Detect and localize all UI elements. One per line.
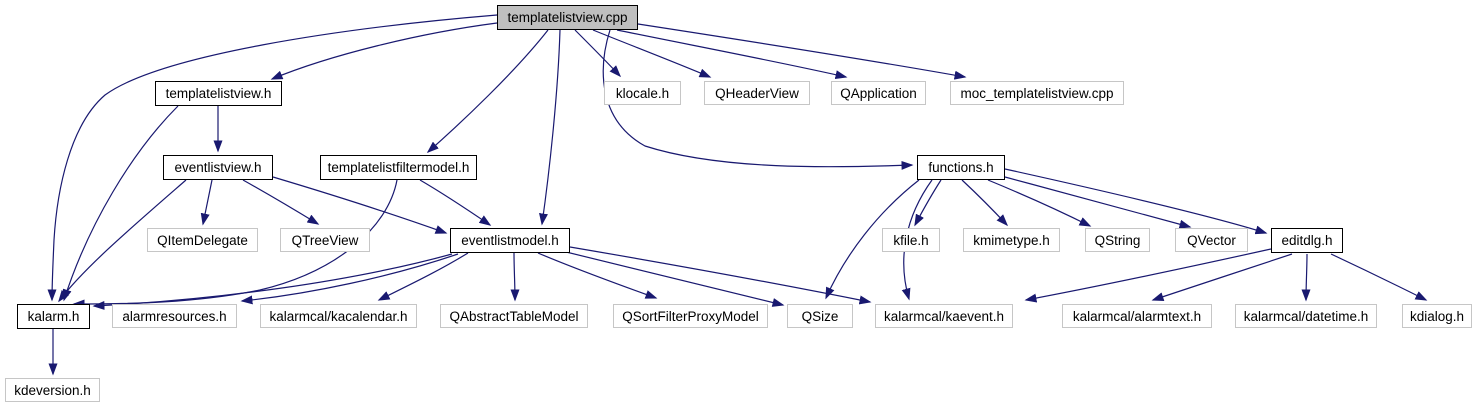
node-kmimetype-h: kmimetype.h [963,228,1060,252]
node-label-qsize: QSize [801,308,839,324]
node-qtreeview: QTreeView [280,228,370,252]
node-label-templatelistview-cpp: templatelistview.cpp [507,10,628,25]
edge-functions-h-to-editdlg-h [1004,168,1268,235]
edge-eventlistview-h-to-qtreeview [242,179,320,225]
edge-templatelistview-cpp-to-functions-h [602,29,914,170]
edge-functions-h-to-kmimetype-h [961,179,1009,227]
edge-templatelistview-cpp-to-templatelistfiltermodel-h [426,29,549,153]
node-kalarmcal-alarmtext-h: kalarmcal/alarmtext.h [1062,304,1212,328]
node-moc-templatelistview-cpp: moc_templatelistview.cpp [950,81,1124,105]
node-label-kalarm-h: kalarm.h [27,309,80,324]
edge-templatelistfiltermodel-h-to-eventlistmodel-h [419,179,492,226]
node-label-qvector: QVector [1187,232,1236,248]
node-label-moc-templatelistview-cpp: moc_templatelistview.cpp [960,85,1114,101]
edge-eventlistview-h-to-eventlistmodel-h [272,176,448,234]
edge-templatelistview-cpp-to-qapplication [616,29,848,80]
node-kalarmcal-datetime-h: kalarmcal/datetime.h [1235,304,1377,328]
node-label-qstring: QString [1094,232,1141,248]
node-label-kmimetype-h: kmimetype.h [973,232,1050,248]
node-qitemdelegate: QItemDelegate [147,228,258,252]
node-qheaderview: QHeaderView [704,81,810,105]
edge-templatelistview-cpp-to-kalarm-h [47,14,498,302]
node-label-kdialog-h: kdialog.h [1409,308,1465,324]
edge-editdlg-h-to-kalarmcal-alarmtext-h [1151,253,1293,301]
edge-templatelistfiltermodel-h-to-kalarm-h [72,179,398,309]
node-qstring: QString [1085,228,1150,252]
edge-functions-h-to-qstring [987,179,1092,227]
node-label-kdeversion-h: kdeversion.h [14,382,91,398]
node-qabstracttablemodel: QAbstractTableModel [440,304,588,328]
node-alarmresources-h: alarmresources.h [112,304,237,328]
node-label-qtreeview: QTreeView [291,232,359,248]
node-label-qheaderview: QHeaderView [715,85,799,101]
edge-eventlistmodel-h-to-kalarmcal-kacalendar-h [377,252,469,301]
node-qsize: QSize [787,304,853,328]
edge-templatelistview-cpp-to-qheaderview [592,29,712,78]
node-templatelistview-cpp: templatelistview.cpp [497,5,638,30]
node-label-qitemdelegate: QItemDelegate [157,232,248,248]
node-label-templatelistfiltermodel-h: templatelistfiltermodel.h [327,160,470,175]
node-eventlistmodel-h[interactable]: eventlistmodel.h [450,228,570,253]
edge-editdlg-h-to-kdialog-h [1330,253,1428,301]
node-label-kfile-h: kfile.h [893,232,929,248]
node-kdeversion-h: kdeversion.h [5,378,100,402]
node-label-kalarmcal-kacalendar-h: kalarmcal/kacalendar.h [269,308,408,324]
edge-eventlistmodel-h-to-qsize [561,250,785,307]
node-qvector: QVector [1175,228,1248,252]
edge-functions-h-to-qsize [825,179,920,300]
node-label-kalarmcal-alarmtext-h: kalarmcal/alarmtext.h [1072,308,1202,324]
node-label-kalarmcal-kaevent-h: kalarmcal/kaevent.h [883,308,1005,324]
node-qapplication: QApplication [831,81,926,105]
edge-eventlistview-h-to-kalarm-h [58,179,187,303]
node-klocale-h: klocale.h [604,81,681,105]
node-functions-h[interactable]: functions.h [917,155,1005,180]
edge-editdlg-h-to-kalarmcal-kaevent-h [1024,248,1272,303]
node-label-functions-h: functions.h [928,160,994,175]
edge-templatelistview-cpp-to-klocale-h [574,29,622,78]
node-label-eventlistmodel-h: eventlistmodel.h [461,233,559,248]
node-label-klocale-h: klocale.h [615,85,670,101]
node-label-qapplication: QApplication [840,85,917,101]
node-kalarmcal-kaevent-h: kalarmcal/kaevent.h [875,304,1013,328]
edge-eventlistmodel-h-to-qabstracttablemodel [510,252,520,302]
edge-templatelistview-h-to-kalarm-h [62,105,179,302]
node-kalarm-h[interactable]: kalarm.h [17,304,90,329]
node-label-alarmresources-h: alarmresources.h [122,308,227,324]
edge-templatelistview-cpp-to-templatelistview-h [270,22,498,80]
edge-functions-h-to-qvector [1004,176,1192,229]
node-label-qsortfilterproxymodel: QSortFilterProxyModel [622,308,759,324]
node-editdlg-h[interactable]: editdlg.h [1271,228,1343,253]
node-kalarmcal-kacalendar-h: kalarmcal/kacalendar.h [260,304,417,328]
node-label-kalarmcal-datetime-h: kalarmcal/datetime.h [1243,308,1369,324]
edge-templatelistview-cpp-to-eventlistmodel-h [539,29,561,226]
edge-eventlistmodel-h-to-kalarmcal-kaevent-h [569,246,872,305]
node-templatelistfiltermodel-h[interactable]: templatelistfiltermodel.h [320,155,477,180]
node-kfile-h: kfile.h [882,228,940,252]
edge-templatelistview-cpp-to-moc-templatelistview-cpp [637,23,967,80]
node-eventlistview-h[interactable]: eventlistview.h [163,155,273,180]
node-kdialog-h: kdialog.h [1402,304,1472,328]
edge-functions-h-to-kfile-h [914,179,942,227]
node-label-editdlg-h: editdlg.h [1281,233,1333,248]
edge-eventlistmodel-h-to-kalarm-h [92,253,453,310]
node-templatelistview-h[interactable]: templatelistview.h [155,81,282,106]
node-qsortfilterproxymodel: QSortFilterProxyModel [613,304,768,328]
node-label-templatelistview-h: templatelistview.h [165,86,272,101]
edge-eventlistview-h-to-qitemdelegate [200,179,213,226]
edge-eventlistmodel-h-to-alarmresources-h [240,253,459,305]
edge-editdlg-h-to-kalarmcal-datetime-h [1301,253,1311,302]
edge-eventlistmodel-h-to-qsortfilterproxymodel [537,252,658,299]
node-label-qabstracttablemodel: QAbstractTableModel [449,308,579,324]
node-label-eventlistview-h: eventlistview.h [174,160,262,175]
